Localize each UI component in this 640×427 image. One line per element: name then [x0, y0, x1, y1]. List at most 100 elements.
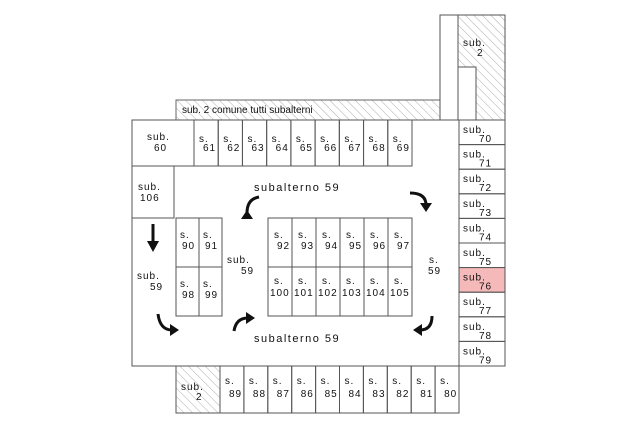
- space-number: 100: [270, 288, 290, 299]
- space-number: 63: [251, 143, 264, 154]
- space-prefix: s.: [416, 376, 426, 387]
- space-number: 77: [479, 306, 492, 317]
- sub2-bottom-label2: 2: [196, 392, 203, 403]
- space-prefix: s.: [247, 134, 257, 145]
- space-prefix: s.: [368, 376, 378, 387]
- space-prefix: s.: [273, 376, 283, 387]
- space-number: 91: [205, 241, 218, 252]
- space-number: 76: [479, 282, 492, 293]
- sub60-label1: sub.: [147, 132, 170, 143]
- parking-space-69: s.69: [387, 119, 413, 167]
- space-prefix: s.: [199, 134, 209, 145]
- space-prefix: s.: [320, 134, 330, 145]
- common-area-label: sub. 2 comune tutti subalterni: [182, 105, 313, 116]
- space-prefix: s.: [296, 134, 306, 145]
- space-number: 84: [349, 389, 362, 400]
- parking-space-85: s.85: [315, 365, 341, 414]
- parking-space-104: s.104: [363, 266, 389, 317]
- common-area-strip: sub. 2 comune tutti subalterni: [175, 99, 442, 121]
- space-number: 86: [301, 389, 314, 400]
- parking-space-61: s.61: [193, 119, 219, 167]
- parking-space-83: s. 83: [362, 365, 388, 414]
- space-number: 74: [479, 232, 492, 243]
- sub2-bottom-label1: sub.: [181, 382, 204, 393]
- space-number: 95: [349, 241, 362, 252]
- space-number: 97: [397, 241, 410, 252]
- parking-space-70: sub.70: [458, 119, 506, 146]
- parking-space-67: s.67: [338, 119, 365, 167]
- space-number: 102: [318, 288, 338, 299]
- arrow-curve-top-left-icon: [241, 195, 260, 219]
- sub59-left-label2: 59: [150, 282, 163, 293]
- sub2-top-label1: sub.: [463, 38, 486, 49]
- parking-space-74: sub.74: [458, 217, 506, 244]
- space-number: 93: [301, 241, 314, 252]
- center-island-spaces: s.92s.93s.94s.95s.96s.97s.100s.101s.102s…: [267, 217, 413, 317]
- bottom-row-spaces: sub. 2 s.89s.88s.87s.86s.85s.84s.83s.82s…: [175, 365, 460, 414]
- space-prefix: sub.: [463, 322, 486, 333]
- parking-space-101: s.101: [291, 266, 317, 317]
- space-number: 79: [479, 355, 492, 366]
- space-prefix: sub.: [463, 346, 486, 357]
- parking-space-72: sub.72: [458, 168, 506, 195]
- parking-space-88: s.88: [243, 365, 269, 414]
- space-prefix: s.: [180, 279, 190, 290]
- arrow-curve-bottom-left-icon: [156, 313, 179, 336]
- space-number: 80: [444, 389, 457, 400]
- space-outline: [458, 267, 506, 293]
- space-number: 103: [342, 288, 362, 299]
- parking-space-87: s.87: [267, 365, 293, 414]
- space-prefix: s.: [322, 230, 332, 241]
- parking-space-77: sub.77: [458, 291, 506, 318]
- parking-space-79: sub.79: [458, 340, 506, 367]
- space-number: 83: [372, 389, 385, 400]
- parking-space-95: s.95: [339, 217, 365, 268]
- space-prefix: sub.: [463, 273, 486, 284]
- space-prefix: s.: [346, 230, 356, 241]
- parking-space-76: sub.76: [458, 267, 506, 293]
- arrow-down-icon: [147, 224, 159, 252]
- parking-space-97: s.97: [387, 217, 413, 268]
- space-prefix: sub.: [463, 199, 486, 210]
- unit-sub106: sub. 106: [131, 165, 175, 219]
- parking-space-66: s.66: [314, 119, 340, 167]
- space-prefix: s.: [274, 230, 284, 241]
- parking-space-68: s.68: [363, 119, 389, 167]
- parking-space-99: s.99: [198, 266, 223, 317]
- space-prefix: s.: [393, 134, 403, 145]
- parking-space-92: s.92: [267, 217, 293, 268]
- space-prefix: s.: [370, 230, 380, 241]
- space-number: 99: [205, 290, 218, 301]
- arrow-curve-top-right-icon: [409, 191, 432, 212]
- driveway-midright-label1: s.: [429, 255, 439, 266]
- space-prefix: s.: [203, 230, 213, 241]
- space-number: 105: [390, 288, 410, 299]
- parking-space-81: s.81: [410, 365, 436, 414]
- left-island-spaces: s.90s.91s.98s.99: [175, 217, 223, 317]
- space-outline: [458, 340, 506, 367]
- sub2-top-label2: 2: [477, 48, 484, 59]
- space-prefix: s.: [272, 134, 282, 145]
- space-prefix: s.: [392, 376, 402, 387]
- space-prefix: s.: [370, 276, 380, 287]
- parking-space-86: s.86: [291, 365, 317, 414]
- space-number: 72: [479, 183, 492, 194]
- space-prefix: sub.: [463, 174, 486, 185]
- parking-space-65: s.65: [290, 119, 316, 167]
- sub60-label2: 60: [154, 143, 167, 154]
- parking-space-80: s.80: [434, 365, 460, 414]
- space-number: 78: [479, 331, 492, 342]
- driveway-midright-label2: 59: [428, 266, 441, 277]
- space-number: 94: [325, 241, 338, 252]
- driveway-midleft-label1: sub.: [227, 255, 250, 266]
- space-prefix: s.: [203, 279, 213, 290]
- space-number: 67: [348, 143, 361, 154]
- parking-space-98: s.98: [175, 266, 200, 317]
- space-outline: [387, 119, 413, 167]
- space-number: 73: [479, 208, 492, 219]
- space-number: 65: [300, 143, 313, 154]
- space-prefix: s.: [394, 230, 404, 241]
- parking-space-103: s.103: [339, 266, 365, 317]
- space-number: 101: [294, 288, 314, 299]
